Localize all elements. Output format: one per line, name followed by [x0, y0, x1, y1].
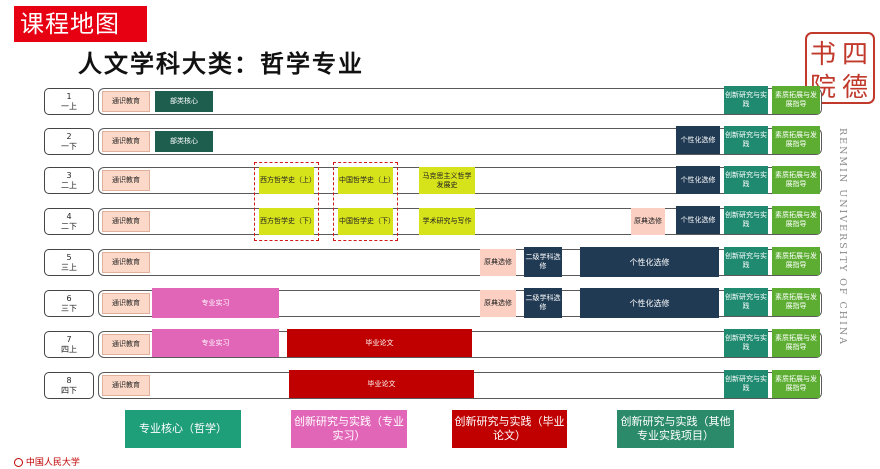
innovation-practice: 创新研究与实践	[724, 247, 768, 275]
semester-number: 6	[66, 294, 72, 303]
graduation-thesis: 毕业论文	[289, 370, 474, 398]
western-philosophy-history-1: 西方哲学史（上）	[259, 167, 314, 194]
semester-term: 一上	[61, 102, 77, 111]
logo-text: 中国人民大学	[25, 458, 80, 468]
svg-text:书: 书	[810, 40, 836, 70]
original-texts-elective: 原典选修	[631, 208, 665, 235]
general-education: 通识教育	[102, 91, 150, 112]
semester-term: 三上	[61, 263, 77, 272]
semester-number: 4	[66, 212, 72, 221]
general-education: 通识教育	[102, 293, 150, 314]
semester-number: 8	[66, 376, 72, 385]
general-education: 通识教育	[102, 375, 150, 396]
innovation-practice: 创新研究与实践	[724, 86, 768, 114]
university-vertical-text: RENMIN UNIVERSITY OF CHINA	[837, 128, 848, 346]
legend-internship: 创新研究与实践（专业实习）	[291, 410, 407, 448]
legend-core: 专业核心（哲学）	[125, 410, 241, 448]
quality-development: 素质拓展与发展指导	[772, 370, 820, 398]
semester-lane	[98, 88, 822, 115]
quality-development: 素质拓展与发展指导	[772, 247, 820, 275]
core-course: 部类核心	[155, 131, 213, 152]
internship: 专业实习	[152, 288, 279, 318]
quality-development: 素质拓展与发展指导	[772, 288, 820, 316]
logo-emblem-icon	[14, 458, 23, 467]
svg-text:德: 德	[842, 73, 868, 103]
quality-development: 素质拓展与发展指导	[772, 126, 820, 154]
semester-number: 7	[66, 335, 72, 344]
graduation-thesis: 毕业论文	[287, 329, 472, 357]
chinese-philosophy-history-1: 中国哲学史（上）	[338, 167, 393, 194]
internship: 专业实习	[152, 329, 279, 357]
general-education: 通识教育	[102, 211, 150, 232]
western-philosophy-history-2: 西方哲学史（下）	[259, 208, 314, 235]
semester-term: 四下	[61, 386, 77, 395]
page-title: 人文学科大类：哲学专业	[78, 50, 364, 78]
general-education: 通识教育	[102, 170, 150, 191]
seal-logo: 书 四 院 德	[805, 32, 875, 104]
personal-elective: 个性化选修	[676, 206, 720, 234]
innovation-practice: 创新研究与实践	[724, 126, 768, 154]
semester-number: 3	[66, 171, 72, 180]
university-logo: 中国人民大学	[14, 458, 134, 469]
innovation-practice: 创新研究与实践	[724, 206, 768, 234]
semester-number: 2	[66, 132, 72, 141]
innovation-practice: 创新研究与实践	[724, 329, 768, 357]
core-course: 部类核心	[155, 91, 213, 112]
general-education: 通识教育	[102, 131, 150, 152]
chinese-philosophy-history-2: 中国哲学史（下）	[338, 208, 393, 235]
personal-elective: 个性化选修	[676, 126, 720, 154]
semester-term: 一下	[61, 142, 77, 151]
secondary-discipline-elective: 二级学科选修	[524, 288, 562, 318]
academic-research-writing: 学术研究与写作	[419, 208, 475, 235]
general-education: 通识教育	[102, 252, 150, 273]
original-texts-elective: 原典选修	[480, 249, 516, 276]
personal-elective: 个性化选修	[580, 288, 719, 318]
quality-development: 素质拓展与发展指导	[772, 86, 820, 114]
svg-text:四: 四	[842, 40, 868, 70]
legend-thesis: 创新研究与实践（毕业论文）	[452, 410, 567, 448]
quality-development: 素质拓展与发展指导	[772, 166, 820, 194]
semester-number: 1	[66, 92, 72, 101]
chinese-philosophy-group	[333, 162, 398, 241]
innovation-practice: 创新研究与实践	[724, 370, 768, 398]
semester-term: 二上	[61, 181, 77, 190]
personal-elective: 个性化选修	[580, 247, 719, 277]
innovation-practice: 创新研究与实践	[724, 166, 768, 194]
quality-development: 素质拓展与发展指导	[772, 329, 820, 357]
marxist-philosophy-history: 马克思主义哲学发展史	[419, 167, 475, 194]
original-texts-elective: 原典选修	[480, 290, 516, 317]
semester-term: 四上	[61, 345, 77, 354]
legend-other-practice: 创新研究与实践（其他专业实践项目）	[617, 410, 734, 448]
personal-elective: 个性化选修	[676, 166, 720, 194]
course-map-tag: 课程地图	[14, 6, 147, 42]
semester-number: 5	[66, 253, 72, 262]
secondary-discipline-elective: 二级学科选修	[524, 247, 562, 277]
semester-term: 三下	[61, 304, 77, 313]
quality-development: 素质拓展与发展指导	[772, 206, 820, 234]
semester-term: 二下	[61, 222, 77, 231]
western-philosophy-group	[254, 162, 319, 241]
innovation-practice: 创新研究与实践	[724, 288, 768, 316]
general-education: 通识教育	[102, 334, 150, 355]
